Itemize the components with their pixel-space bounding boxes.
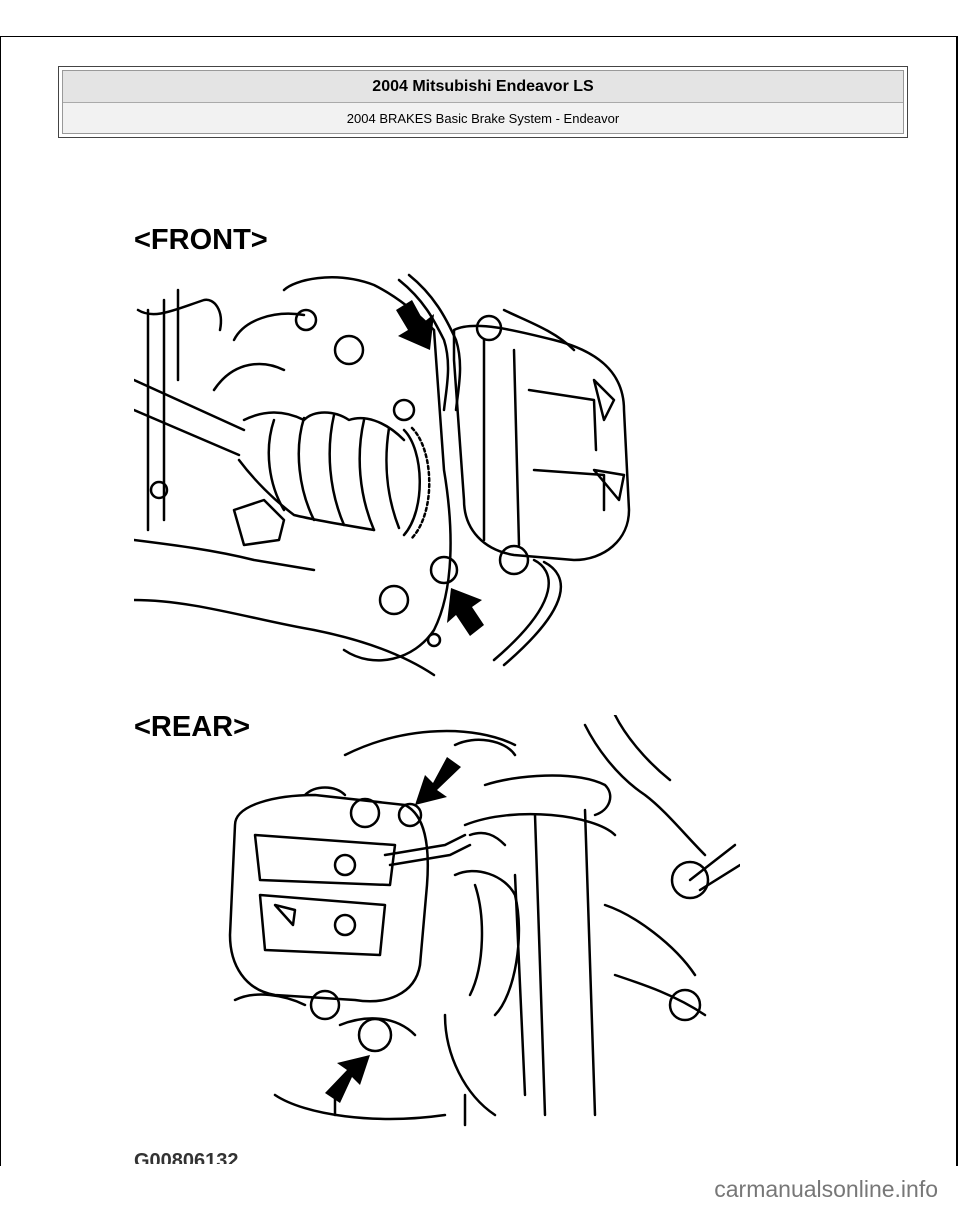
arrow-lower-bolt	[447, 588, 484, 636]
document-header: 2004 Mitsubishi Endeavor LS 2004 BRAKES …	[58, 66, 908, 138]
header-subtitle: 2004 BRAKES Basic Brake System - Endeavo…	[63, 103, 903, 133]
page-frame	[0, 36, 958, 1166]
arrow-upper-bolt	[396, 300, 434, 350]
arrow-rear-hose	[415, 757, 461, 805]
rear-label: <REAR>	[134, 711, 251, 743]
front-brake-illustration	[134, 273, 631, 677]
header-title: 2004 Mitsubishi Endeavor LS	[63, 71, 903, 103]
header-inner: 2004 Mitsubishi Endeavor LS 2004 BRAKES …	[62, 70, 904, 134]
front-label: <FRONT>	[134, 224, 268, 256]
arrow-rear-bolt	[325, 1055, 370, 1103]
figure-code: G00806132	[134, 1150, 239, 1164]
rear-brake-illustration	[228, 715, 740, 1127]
watermark: carmanualsonline.info	[714, 1176, 938, 1202]
